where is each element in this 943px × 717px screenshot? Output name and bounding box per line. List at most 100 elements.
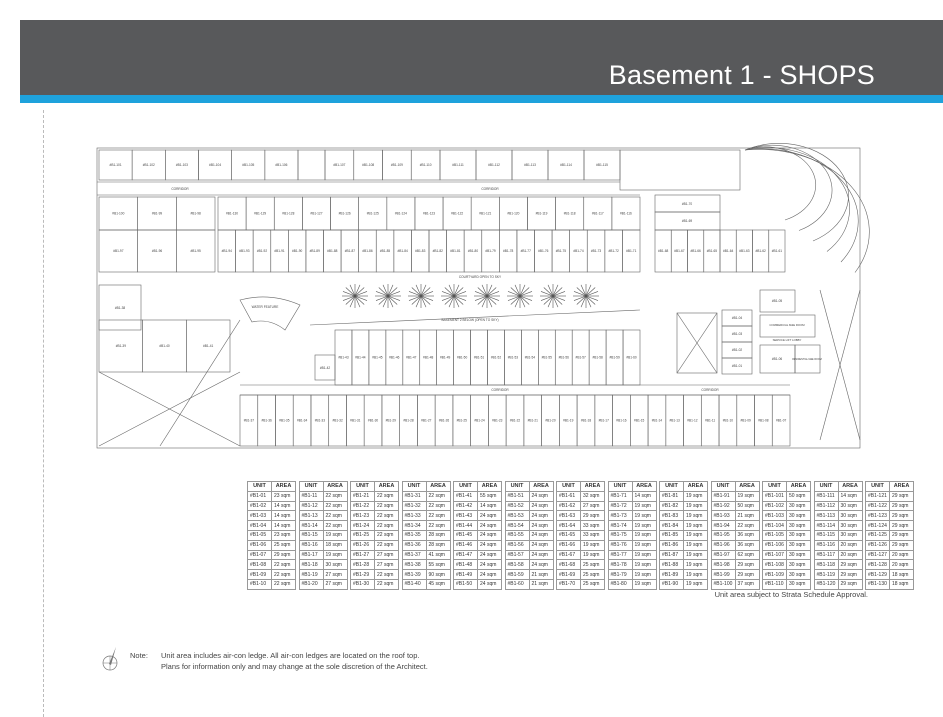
unit-label: #B1-111 [452,163,464,167]
area-cell: 62 sqm [734,549,760,561]
unit-label: #B1-23 [492,419,503,423]
unit-label: #B1-66 [690,249,701,253]
unit-label: #B1-85 [380,249,391,253]
unit-label: #B1-53 [508,356,519,360]
unit-cell: #B1-39 [401,569,427,580]
unit-cell: #B1-112 [813,500,839,512]
unit-cell: #B1-126 [865,539,890,551]
ramp-line [98,371,241,447]
unit-cell: #B1-76 [607,539,633,551]
unit-label: #B1-71 [626,249,637,253]
area-cell: 22 sqm [271,578,296,590]
area-cell: 22 sqm [322,500,348,512]
unit-cell: #B1-82 [659,500,684,512]
unit-cell: #B1-24 [350,520,375,531]
area-cell: 24 sqm [477,559,502,571]
unit-cell: #B1-85 [659,529,684,541]
spiral-ramp-arc [744,147,850,252]
unit-label: #B1-123 [423,212,435,216]
unit-label: #B1-68 [658,249,669,253]
unit-label: #B1-12 [687,419,698,423]
area-cell: 23 sqm [271,490,296,502]
area-cell: 24 sqm [477,569,502,580]
unit-label: #B1-73 [591,249,602,253]
area-cell: 19 sqm [322,529,348,541]
unit-label: #B1-127 [310,212,322,216]
palm-tree-frond [486,295,500,301]
unit-cell: #B1-111 [813,490,839,502]
commercial-me-room-label: COMMERCIAL M&E ROOM [769,323,805,327]
unit-label: #B1-06 [772,357,783,361]
area-cell: 19 sqm [683,510,708,522]
area-cell: 29 sqm [889,520,914,531]
unit-cell: #B1-94 [710,520,736,531]
area-cell: 29 sqm [837,569,863,580]
unit-header: UNIT [401,481,427,492]
unit-label: #B1-43 [338,356,349,360]
shop-unit [98,284,142,331]
spiral-ramp-arc [744,146,817,221]
unit-label: #B1-01 [732,364,743,368]
unit-cell: #B1-42 [453,500,478,512]
unit-cell: #B1-54 [504,520,530,531]
unit-cell: #B1-15 [298,529,324,541]
unit-label: #B1-26 [439,419,450,423]
unit-cell: #B1-04 [247,520,272,531]
unit-label: #B1-28 [403,419,414,423]
unit-cell: #B1-18 [298,559,324,571]
unit-cell: #B1-108 [762,559,787,571]
area-cell: 24 sqm [477,549,502,561]
shop-unit [622,229,641,273]
unit-cell: #B1-114 [813,520,839,531]
palm-tree-frond [387,295,394,308]
unit-cell: #B1-32 [401,500,427,512]
palm-tree-frond [444,295,455,305]
palm-tree-frond [382,295,389,308]
unit-label: #B1-25 [457,419,468,423]
unit-cell: #B1-98 [710,559,736,571]
unit-label: #B1-117 [592,212,604,216]
unit-cell: #B1-44 [453,520,478,531]
unit-label: #B1-81 [450,249,461,253]
unit-label: #B1-10 [723,419,734,423]
courtyard-edge [309,309,641,326]
unit-header: UNIT [865,481,890,492]
area-cell: 30 sqm [837,510,863,522]
unit-label: #B1-14 [652,419,663,423]
water-feature-label: WATER FEATURE [252,305,279,309]
unit-cell: #B1-77 [607,549,633,561]
unit-label: #B1-50 [457,356,468,360]
unit-label: #B1-02 [732,348,743,352]
palm-tree-frond [481,295,488,308]
unit-label: #B1-20 [545,419,556,423]
unit-label: #B1-96 [152,249,163,253]
stair-core [297,149,326,181]
palm-tree-frond [543,295,554,305]
unit-label: #B1-113 [524,163,536,167]
unit-cell: #B1-08 [247,559,272,571]
area-cell: 22 sqm [322,490,348,502]
unit-label: #B1-118 [564,212,576,216]
area-cell: 14 sqm [631,490,657,502]
